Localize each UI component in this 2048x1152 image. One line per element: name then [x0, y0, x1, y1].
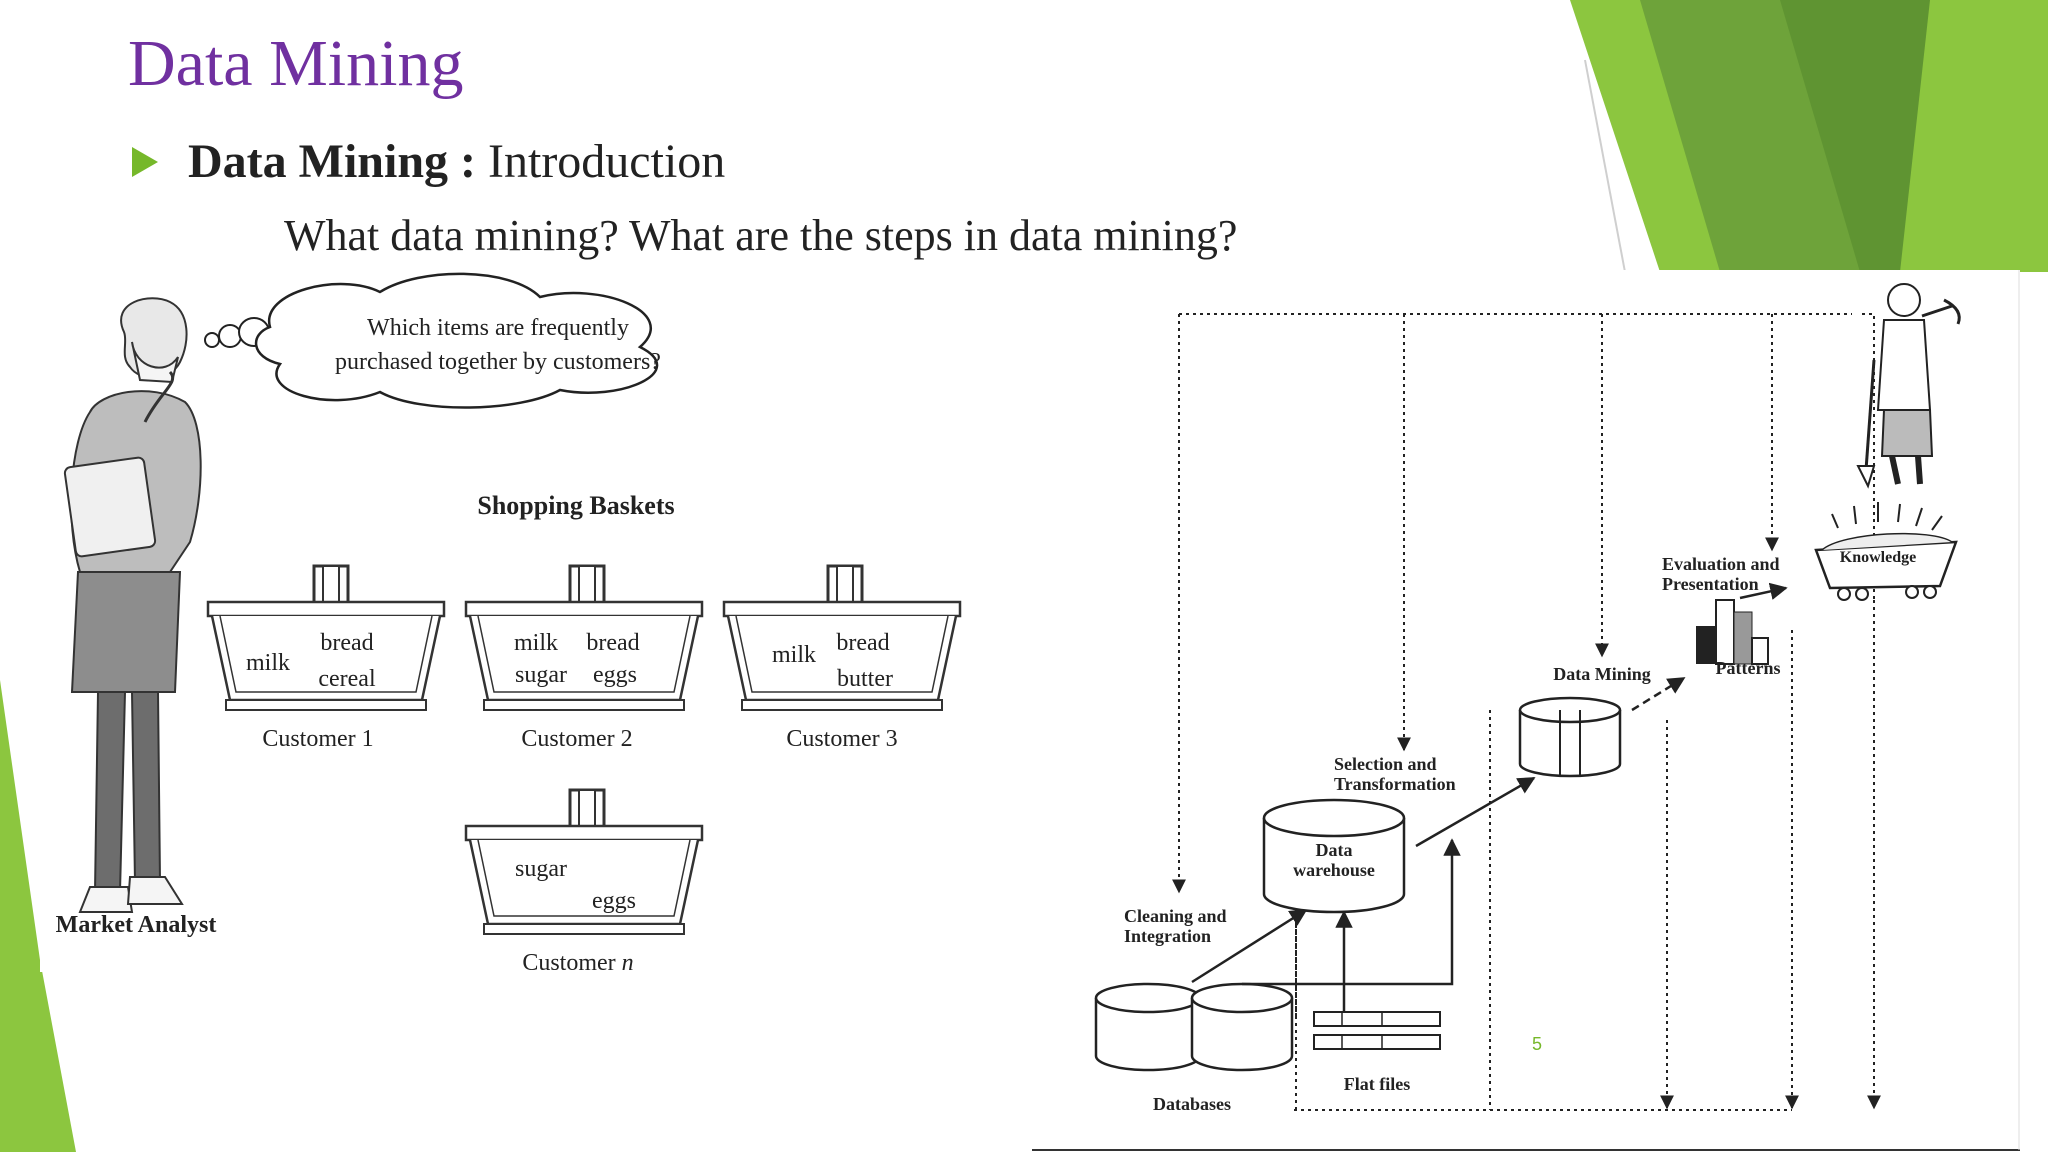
- triangle-bullet-icon: [132, 146, 158, 177]
- deco-thin-line: [1584, 59, 1626, 273]
- miner-figure: [1856, 283, 1961, 489]
- basket-2-item-2: bread: [586, 630, 639, 656]
- basket-n-customer: Customer n: [522, 950, 633, 976]
- basket-3-item-3: butter: [837, 666, 893, 692]
- evaluation-arrow: [1739, 582, 1788, 600]
- data-mining-label: Data Mining: [1553, 664, 1651, 684]
- knowledge-label: Knowledge: [1840, 549, 1916, 566]
- selection-arrow: [1415, 776, 1536, 848]
- bullet-bold-text: Data Mining :: [188, 135, 476, 188]
- basket-2-item-1: milk: [514, 630, 558, 656]
- basket-3-item-1: milk: [772, 642, 816, 668]
- basket-customer-2: milk bread sugar eggs Customer 2: [464, 564, 704, 752]
- patterns-label: Patterns: [1716, 658, 1781, 678]
- basket-2-customer: Customer 2: [521, 726, 632, 752]
- basket-3-item-2: bread: [836, 630, 889, 656]
- data-mining-icon: [1518, 696, 1622, 778]
- basket-customer-1: milk bread cereal Customer 1: [206, 564, 446, 752]
- basket-customer-n: sugar eggs Customer n: [464, 788, 704, 976]
- selection-label-2: Transformation: [1334, 774, 1456, 794]
- thought-line-2: purchased together by customers?: [335, 349, 661, 375]
- kdd-process-figure: Databases Flat files Cleaning and Integr…: [1032, 270, 2020, 1151]
- flat-files-label: Flat files: [1344, 1074, 1410, 1094]
- feedback-loops: [1172, 313, 1881, 1111]
- deco-left-green: [0, 680, 76, 1152]
- databases-icon: [1094, 982, 1294, 1072]
- basket-n-item-2: eggs: [592, 888, 636, 914]
- bullet-rest-text: Introduction: [476, 135, 726, 188]
- basket-1-customer: Customer 1: [262, 726, 373, 752]
- market-analyst-label: Market Analyst: [56, 912, 217, 938]
- basket-3-customer: Customer 3: [786, 726, 897, 752]
- market-analyst-figure: Market Analyst: [56, 297, 217, 938]
- shopping-baskets-heading: Shopping Baskets: [477, 491, 674, 520]
- evaluation-label-2: Presentation: [1662, 574, 1759, 594]
- slide-number: 5: [1532, 1034, 1543, 1054]
- basket-1-item-2: bread: [320, 630, 373, 656]
- basket-1-item-3: cereal: [318, 666, 376, 692]
- flat-files-icon: [1313, 1011, 1441, 1050]
- cleaning-label-2: Integration: [1124, 926, 1211, 946]
- basket-customer-3: milk bread butter Customer 3: [722, 564, 962, 752]
- cleaning-label-1: Cleaning and: [1124, 906, 1227, 926]
- knowledge-cart-icon: [1814, 502, 1958, 601]
- evaluation-label-1: Evaluation and: [1662, 554, 1780, 574]
- warehouse-label-2: warehouse: [1293, 860, 1375, 880]
- thought-line-1: Which items are frequently: [367, 315, 629, 341]
- data-warehouse-icon: [1262, 798, 1406, 914]
- basket-2-item-4: eggs: [593, 662, 637, 688]
- patterns-icon: [1696, 599, 1769, 665]
- market-basket-figure: Which items are frequently purchased tog…: [40, 272, 1000, 976]
- subline-text: What data mining? What are the steps in …: [284, 211, 1238, 260]
- selection-label-1: Selection and: [1334, 754, 1437, 774]
- warehouse-label-1: Data: [1316, 840, 1353, 860]
- thought-bubble: Which items are frequently purchased tog…: [204, 272, 661, 409]
- basket-n-item-1: sugar: [515, 856, 567, 882]
- basket-1-item-1: milk: [246, 650, 290, 676]
- basket-2-item-3: sugar: [515, 662, 567, 688]
- bullet-line: Data Mining : Introduction: [132, 134, 725, 189]
- databases-label: Databases: [1153, 1094, 1231, 1114]
- deco-right-dark: [1780, 0, 1930, 272]
- mining-arrow: [1631, 676, 1686, 712]
- cleaning-arrows: [1191, 838, 1461, 1012]
- slide-title: Data Mining: [128, 27, 464, 100]
